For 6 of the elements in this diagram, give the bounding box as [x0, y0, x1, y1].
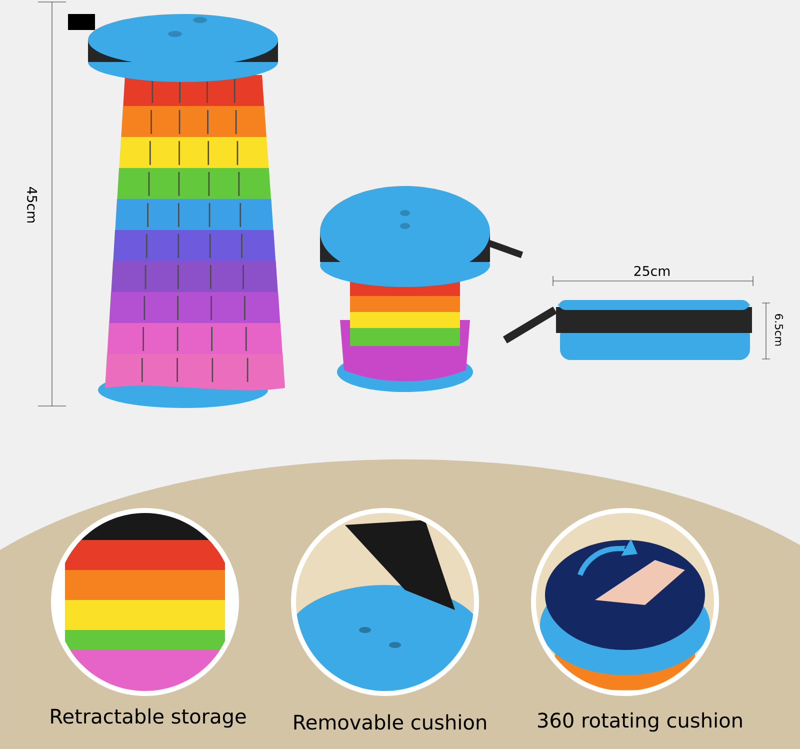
- caption: Retractable storage: [51, 708, 246, 728]
- dimension-label: 6.5cm: [774, 314, 784, 346]
- dimension-label: 25cm: [634, 266, 670, 276]
- caption: Removable cushion: [294, 714, 486, 730]
- dimension-label: 45cm: [27, 187, 37, 222]
- caption: 360 rotating cushion: [538, 712, 742, 732]
